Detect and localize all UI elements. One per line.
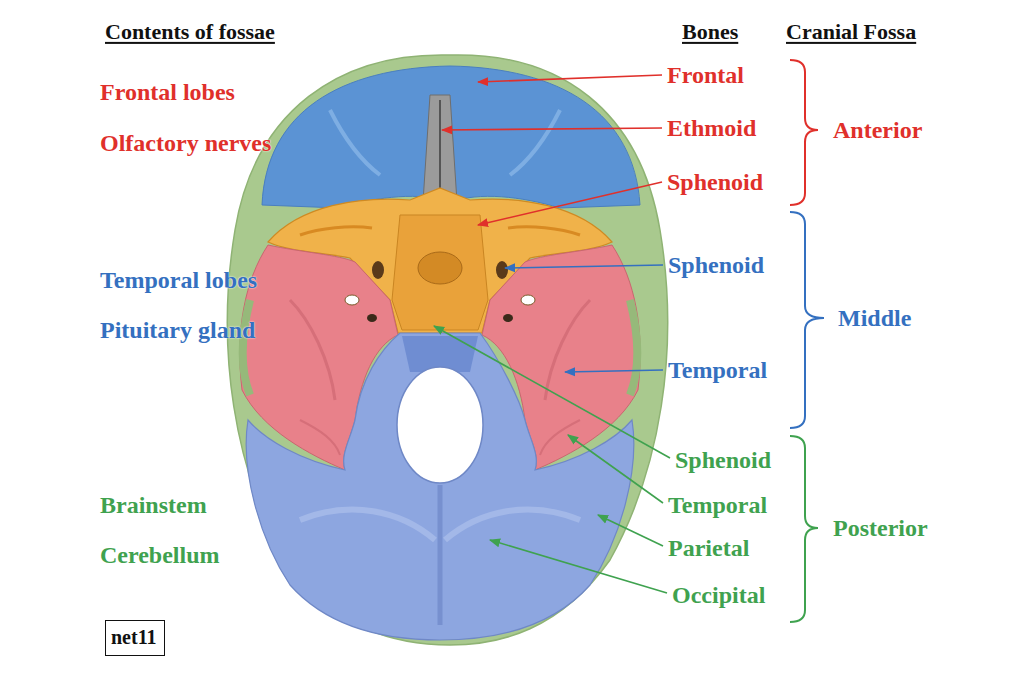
bone-label: Ethmoid <box>667 115 756 141</box>
source-tag-box: net11 <box>105 620 165 656</box>
source-tag: net11 <box>111 626 159 648</box>
bone-label: Occipital <box>672 582 765 608</box>
column-heading: Contents of fossae <box>105 20 275 44</box>
content-label: Olfactory nerves <box>100 130 271 156</box>
column-heading: Bones <box>682 20 738 44</box>
bone-label: Frontal <box>667 62 744 88</box>
bone-label: Parietal <box>668 535 749 561</box>
bone-label: Sphenoid <box>668 252 764 278</box>
content-label: Frontal lobes <box>100 79 235 105</box>
fossa-label: Middle <box>838 305 911 331</box>
content-label: Brainstem <box>100 492 207 518</box>
content-label: Pituitary gland <box>100 317 255 343</box>
bone-label: Sphenoid <box>675 447 771 473</box>
bone-label: Sphenoid <box>667 169 763 195</box>
column-heading: Cranial Fossa <box>786 20 916 44</box>
content-label: Temporal lobes <box>100 267 257 293</box>
content-label: Cerebellum <box>100 542 220 568</box>
fossa-label: Anterior <box>833 117 922 143</box>
bone-label: Temporal <box>668 357 767 383</box>
bone-label: Temporal <box>668 492 767 518</box>
fossa-label: Posterior <box>833 515 928 541</box>
